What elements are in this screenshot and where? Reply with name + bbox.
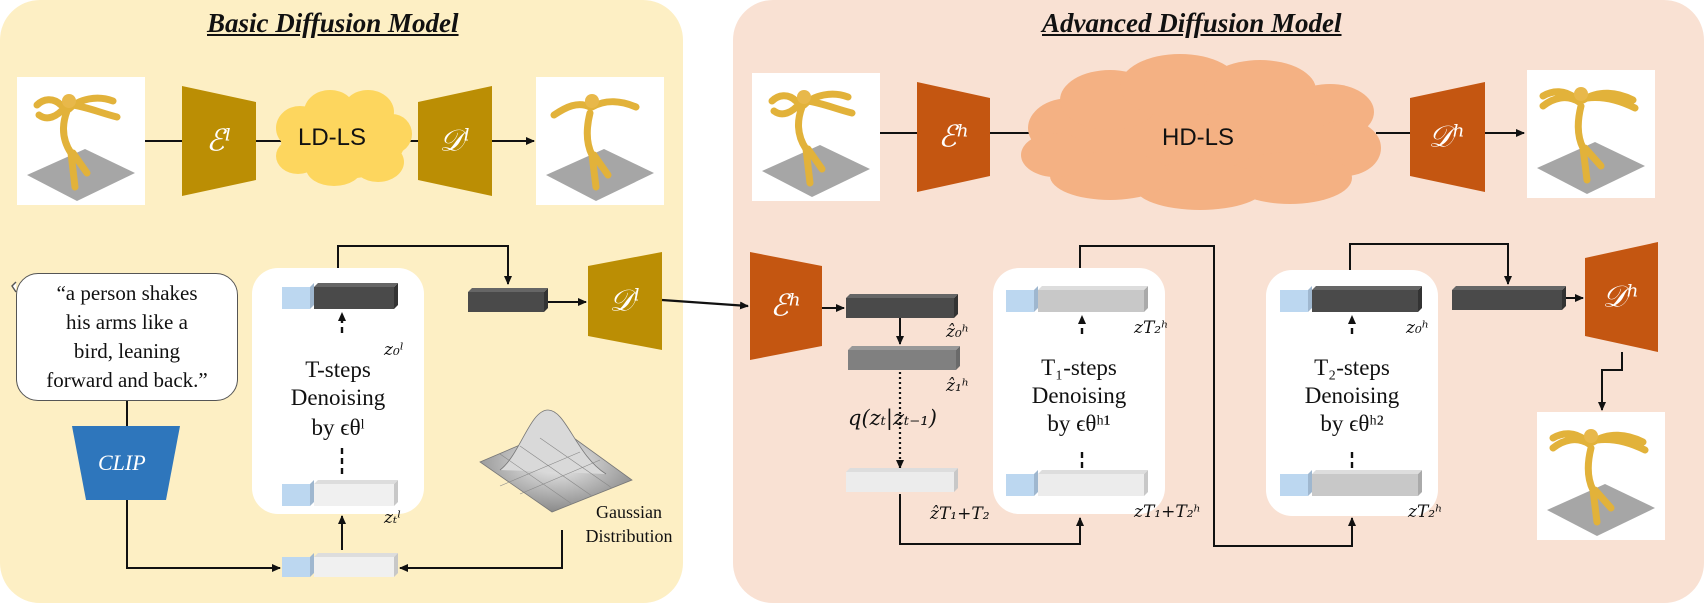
text-prompt-line-4: forward and back.” bbox=[46, 368, 208, 392]
latent-output-high bbox=[1452, 286, 1566, 310]
denoise-t1-line-1: T₁-steps bbox=[1041, 355, 1117, 380]
latent-output-basic bbox=[468, 288, 548, 312]
decoder-low-top-label: 𝒟ˡ bbox=[439, 123, 471, 159]
latent-top-t1 bbox=[1006, 286, 1148, 312]
denoise-basic-line-2: Denoising bbox=[290, 385, 386, 410]
latent-top-t2 bbox=[1280, 286, 1422, 312]
gaussian-label-2: Distribution bbox=[585, 526, 673, 546]
encoder-high-mid-shape bbox=[750, 252, 822, 360]
text-prompt-line-3: bird, leaning bbox=[73, 339, 181, 363]
latent-initial-basic bbox=[282, 553, 398, 577]
latent-bottom-t1 bbox=[1006, 470, 1148, 496]
zT-hat-label: ẑT₁+T₂ bbox=[930, 504, 990, 524]
latent-bottom-t2 bbox=[1280, 470, 1422, 496]
clip-label: CLIP bbox=[98, 450, 146, 475]
encoder-high-mid-label: ℰʰ bbox=[770, 288, 802, 324]
encoder-high-top-label: ℰʰ bbox=[938, 119, 970, 155]
decoder-high-top-label: 𝒟ʰ bbox=[1428, 119, 1466, 155]
latent-z0-basic bbox=[282, 283, 398, 309]
decoder-high-mid-shape bbox=[1585, 242, 1658, 352]
latent-z0-hat-high bbox=[846, 294, 958, 318]
ld-ls-label: LD-LS bbox=[298, 124, 367, 151]
z0-hat-label: ẑ₀ʰ bbox=[946, 322, 970, 342]
denoise-basic-line-3: by ϵθˡ bbox=[311, 415, 365, 440]
motion-thumbnail-output-high bbox=[1527, 70, 1655, 198]
clip-encoder-shape bbox=[72, 426, 180, 500]
denoise-t2-line-3: by ϵθʰ² bbox=[1320, 411, 1384, 436]
denoise-t1-line-2: Denoising bbox=[1031, 383, 1127, 408]
latent-zT-basic bbox=[282, 480, 398, 506]
decoder-low-mid-label: 𝒟ˡ bbox=[609, 283, 641, 319]
basic-model-title: Basic Diffusion Model bbox=[207, 8, 459, 38]
decoder-low-shape bbox=[418, 86, 492, 196]
z1-hat-label: ẑ₁ʰ bbox=[946, 376, 970, 396]
latent-z1-hat-high bbox=[848, 346, 960, 370]
decoder-low-mid-shape bbox=[588, 252, 662, 350]
speech-bubble-tail bbox=[11, 281, 17, 293]
text-prompt-line-1: “a person shakes bbox=[56, 281, 198, 305]
zT-basic-label: zₜˡ bbox=[384, 508, 402, 528]
denoise-t2-line-2: Denoising bbox=[1304, 383, 1400, 408]
t1-top-latent-label: zT₂ʰ bbox=[1134, 318, 1169, 338]
z0-basic-label: z₀ˡ bbox=[384, 340, 404, 360]
advanced-model-title: Advanced Diffusion Model bbox=[1042, 8, 1342, 38]
encoder-low-label: ℰˡ bbox=[206, 123, 232, 159]
hd-ls-label: HD-LS bbox=[1162, 124, 1235, 151]
motion-thumbnail-output-low bbox=[536, 77, 664, 205]
forward-process-label: q(zₜ|zₜ₋₁) bbox=[848, 406, 937, 430]
decoder-high-top-shape bbox=[1410, 82, 1485, 192]
gaussian-distribution-surface bbox=[479, 409, 633, 513]
t1-bottom-latent-label: zT₁+T₂ʰ bbox=[1134, 502, 1201, 522]
motion-thumbnail-input-low bbox=[17, 77, 145, 205]
t2-top-latent-label: z₀ʰ bbox=[1406, 318, 1430, 338]
motion-thumbnail-input-high bbox=[752, 73, 880, 201]
encoder-low-shape bbox=[182, 86, 256, 196]
text-prompt-line-2: his arms like a bbox=[66, 310, 188, 334]
motion-thumbnail-final bbox=[1537, 412, 1665, 540]
ld-ls-cloud bbox=[276, 90, 412, 186]
denoise-t2-line-1: T₂-steps bbox=[1314, 355, 1390, 380]
hd-ls-cloud bbox=[1021, 54, 1381, 210]
encoder-high-top-shape bbox=[917, 82, 990, 192]
t2-bottom-latent-label: zT₂ʰ bbox=[1408, 502, 1443, 522]
denoise-t1-line-3: by ϵθʰ¹ bbox=[1047, 411, 1111, 436]
text-prompt-bubble bbox=[16, 273, 238, 401]
denoise-basic-line-1: T-steps bbox=[305, 357, 371, 382]
gaussian-label-1: Gaussian bbox=[596, 502, 662, 522]
decoder-high-mid-label: 𝒟ʰ bbox=[1602, 279, 1640, 315]
latent-zT-hat-high bbox=[846, 468, 958, 492]
